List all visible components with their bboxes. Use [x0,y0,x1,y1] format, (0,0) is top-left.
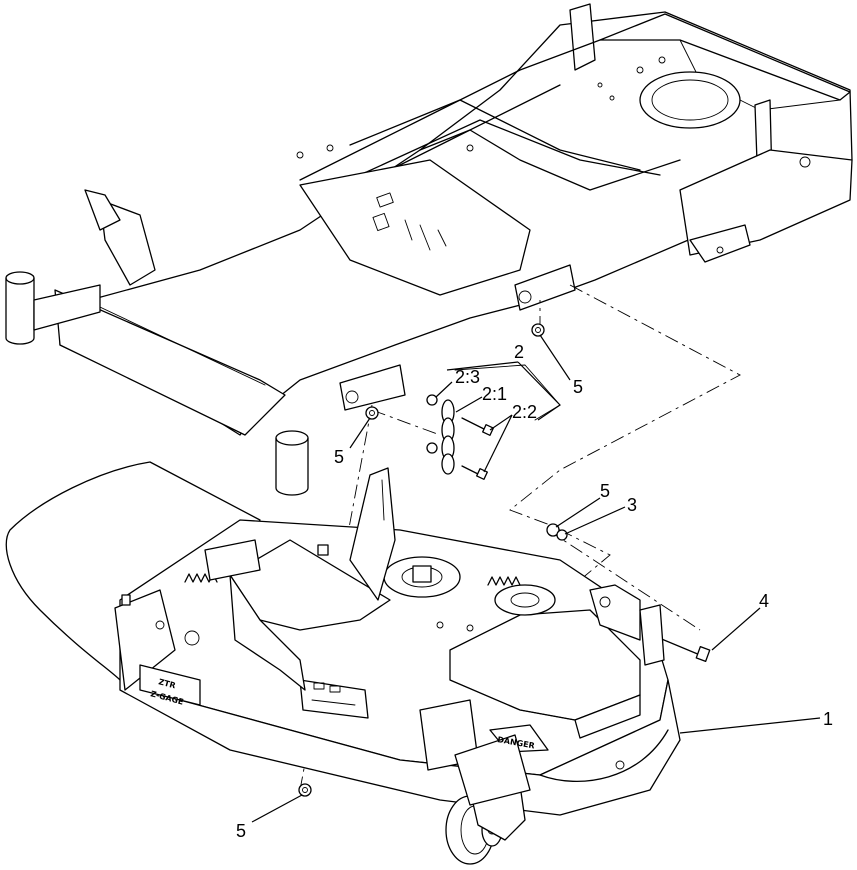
callout-2: 2 [514,342,524,362]
callout-5-right: 5 [573,377,583,397]
mower-deck [5,461,681,865]
brand-decal-top: ZTR [157,677,176,690]
lift-chain-assembly [426,364,561,480]
callout-1: 1 [823,709,833,729]
tractor-frame [5,3,853,496]
callout-3: 3 [627,495,637,515]
leader-lines [251,334,821,823]
callout-2-2: 2:2 [512,402,537,422]
callout-4: 4 [759,591,769,611]
callout-2-3: 2:3 [455,367,480,387]
callout-5-deck: 5 [600,481,610,501]
callout-5-left: 5 [334,447,344,467]
nut-parts [298,323,568,797]
callout-5-bottom: 5 [236,821,246,841]
callout-2-1: 2:1 [482,384,507,404]
